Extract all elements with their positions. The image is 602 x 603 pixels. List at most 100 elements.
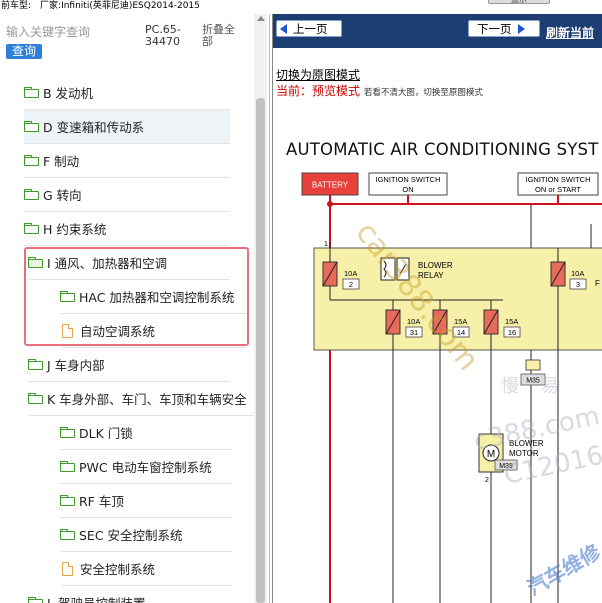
scroll-up-icon[interactable] [257, 16, 265, 21]
folder-icon [28, 597, 43, 603]
motor-line1: BLOWER [509, 439, 544, 448]
battery-label: BATTERY [312, 181, 349, 190]
wiring-diagram: AUTOMATIC AIR CONDITIONING SYST BATTERY … [273, 124, 602, 603]
tree-item-label: D 变速箱和传动系 [43, 120, 145, 135]
top-corner-button[interactable]: 显示 [488, 0, 550, 4]
ign-on-line2: ON [402, 185, 413, 194]
tree-item-label: H 约束系统 [43, 222, 107, 237]
pin-2-label: 2 [485, 477, 489, 484]
tree-item-k[interactable]: K 车身外部、车门、车顶和车辆安全 [28, 382, 254, 416]
tree-item-security[interactable]: 安全控制系统 [62, 552, 232, 586]
tree-item-sec[interactable]: SEC 安全控制系统 [60, 518, 232, 552]
ign-start-line2: ON or START [535, 185, 581, 194]
tree-item-i[interactable]: I 通风、加热器和空调 [28, 246, 230, 280]
tree-item-dlk[interactable]: DLK 门锁 [60, 416, 232, 450]
relay-line2: RELAY [418, 271, 444, 280]
fuse-num-label: 3 [576, 280, 580, 289]
next-page-label: 下一页 [477, 21, 512, 36]
folder-icon [60, 461, 75, 472]
blower-relay: BLOWER RELAY [380, 257, 453, 281]
tree-item-label: F 制动 [43, 154, 80, 169]
tree-item-label: L 驾驶员控制装置 [47, 593, 145, 603]
vehicle-info-bar: 前车型: 厂家:Infiniti(英菲尼迪)ESQ2014-2015 显示 [0, 0, 602, 14]
collapse-all-button[interactable]: 折叠全部 [202, 23, 235, 48]
fuse-num-label: 2 [349, 280, 353, 289]
pin-1-label: 1 [324, 241, 328, 248]
fuse-amp-label: 15A [454, 317, 467, 326]
folder-icon [60, 495, 75, 506]
sidebar-scrollbar[interactable] [254, 14, 267, 603]
arrow-right-icon [517, 23, 525, 34]
tree-item-label: I 通风、加热器和空调 [47, 256, 168, 271]
side-letter: F [595, 279, 600, 288]
folder-open-icon [28, 257, 43, 268]
tree-item-label: G 转向 [43, 188, 82, 203]
fuse-15a-14: 15A 14 [432, 309, 470, 338]
tree-item-label: PWC 电动车窗控制系统 [79, 460, 212, 475]
tree-item-label: B 发动机 [43, 86, 94, 101]
prev-page-button[interactable]: 上一页 [276, 20, 342, 37]
folder-icon [24, 121, 39, 132]
search-button[interactable]: 查询 [6, 44, 43, 59]
relay-line1: BLOWER [418, 261, 453, 270]
scroll-thumb[interactable] [256, 98, 265, 603]
file-icon [62, 561, 73, 576]
pc-code: PC.65-34470 [145, 23, 181, 48]
fuse-num-label: 16 [508, 328, 516, 337]
fuse-amp-label: 15A [505, 317, 518, 326]
wiring-diagram-svg: BATTERY IGNITION SWITCH ON IGNITION SWIT… [301, 172, 602, 603]
folder-icon [28, 359, 43, 370]
current-label: 当前： [276, 84, 313, 98]
folder-icon [28, 393, 43, 404]
fuse-amp-label: 10A [344, 269, 357, 278]
tree-item-label: DLK 门锁 [79, 426, 133, 441]
fuse-10a-2: 10A 2 [322, 261, 360, 290]
current-mode-line: 当前：预览模式 若看不清大图，切换至原图模式 [276, 82, 483, 99]
motor-line2: MOTOR [509, 449, 539, 458]
folder-icon [24, 155, 39, 166]
folder-icon [60, 291, 75, 302]
tree-item-hac[interactable]: HAC 加热器和空调控制系统 [60, 280, 246, 314]
tree-item-g[interactable]: G 转向 [24, 178, 230, 212]
sidebar: 输入关键字查询 查询 PC.65-34470 折叠全部 B 发动机 D 变速箱和… [0, 14, 270, 603]
search-block: 输入关键字查询 查询 [6, 24, 136, 59]
connector-m35-box [520, 373, 546, 386]
tree-item-auto-ac[interactable]: 自动空调系统 [62, 314, 246, 348]
search-input[interactable]: 输入关键字查询 [6, 25, 91, 39]
current-mode: 预览模式 [312, 84, 361, 98]
tree-item-label: RF 车顶 [79, 494, 124, 509]
tree-item-rf[interactable]: RF 车顶 [60, 484, 232, 518]
folder-icon [24, 223, 39, 234]
tree-item-l[interactable]: L 驾驶员控制装置 [28, 586, 230, 603]
fuse-num-label: 31 [410, 328, 418, 337]
tree-item-d[interactable]: D 变速箱和传动系 [24, 110, 230, 144]
connector-m39-label: M39 [499, 463, 513, 470]
folder-icon [60, 427, 75, 438]
fuse-amp-label: 10A [571, 269, 584, 278]
tree-item-label: HAC 加热器和空调控制系统 [79, 290, 235, 305]
connector-m35-label: M35 [526, 378, 540, 385]
folder-icon [60, 529, 75, 540]
tree-item-label: 安全控制系统 [80, 562, 156, 577]
tree-item-label: SEC 安全控制系统 [79, 528, 183, 543]
tree-item-label: K 车身外部、车门、车顶和车辆安全 [47, 392, 247, 407]
tree-item-j[interactable]: J 车身内部 [28, 348, 230, 382]
tree-item-label: J 车身内部 [47, 358, 105, 373]
arrow-left-icon [280, 23, 287, 34]
next-page-button[interactable]: 下一页 [468, 20, 540, 37]
viewer-panel: 上一页 下一页 刷新当前 切换为原图模式 当前：预览模式 若看不清大图，切换至原… [272, 14, 602, 603]
prev-page-label: 上一页 [293, 21, 328, 36]
vehicle-info-text: 前车型: 厂家:Infiniti(英菲尼迪)ESQ2014-2015 [1, 1, 200, 11]
connector-m35-pin [525, 359, 541, 371]
tree-item-pwc[interactable]: PWC 电动车窗控制系统 [60, 450, 232, 484]
switch-original-link[interactable]: 切换为原图模式 [276, 68, 361, 82]
folder-icon [24, 87, 39, 98]
tree-item-h[interactable]: H 约束系统 [24, 212, 230, 246]
ign-on-line1: IGNITION SWITCH [376, 175, 441, 184]
tree-item-b[interactable]: B 发动机 [24, 76, 230, 110]
blower-motor: M BLOWER MOTOR M39 2 [478, 433, 544, 484]
wire-junction [327, 201, 333, 207]
refresh-link[interactable]: 刷新当前 [546, 26, 595, 40]
viewer-navbar: 上一页 下一页 刷新当前 [273, 14, 602, 48]
tree-item-f[interactable]: F 制动 [24, 144, 230, 178]
